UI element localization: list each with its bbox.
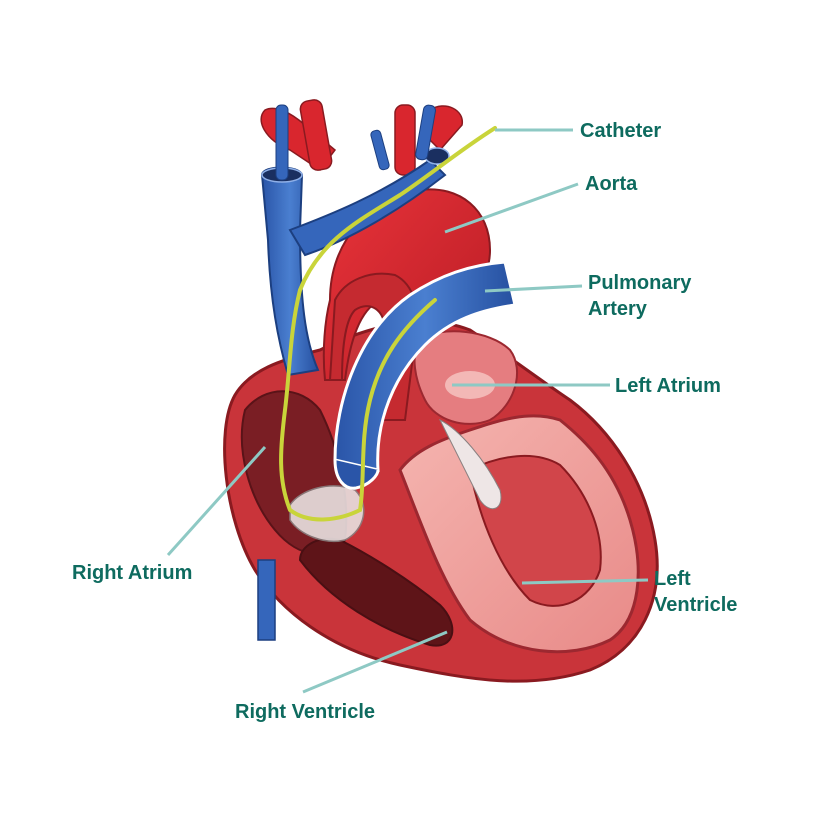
label-pulmonary-artery-line2: Artery: [588, 298, 647, 320]
leader-right-atrium: [166, 445, 267, 557]
leader-left-ventricle: [521, 578, 649, 585]
label-aorta: Aorta: [585, 173, 638, 195]
leader-aorta: [444, 182, 579, 234]
catheter: [279, 126, 497, 522]
label-catheter: Catheter: [580, 120, 662, 142]
heart-body: [223, 320, 659, 683]
label-left-atrium: Left Atrium: [615, 375, 721, 397]
label-left-ventricle: Left Ventricle: [654, 566, 737, 618]
label-pulmonary-artery: Pulmonary Artery: [588, 270, 691, 322]
label-right-ventricle: Right Ventricle: [235, 701, 376, 723]
leader-lines: [166, 128, 649, 694]
leader-pulmonary-artery: [484, 284, 583, 293]
leader-right-ventricle: [302, 630, 448, 694]
vena-cava: [257, 104, 450, 641]
pulmonary-artery: [333, 260, 517, 490]
label-left-ventricle-line2: Ventricle: [654, 594, 738, 616]
label-right-atrium: Right Atrium: [72, 562, 193, 584]
label-pulmonary-artery-line1: Pulmonary: [588, 272, 692, 294]
label-left-ventricle-line1: Left: [654, 568, 691, 590]
